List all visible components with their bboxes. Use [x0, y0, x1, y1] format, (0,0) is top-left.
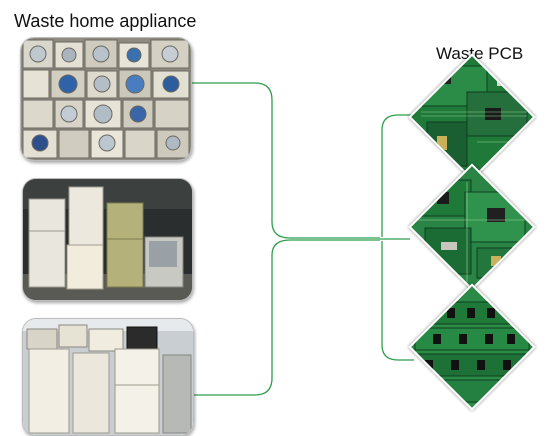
- connector-top-right: [381, 114, 414, 237]
- waste-home-appliance-label: Waste home appliance: [14, 11, 197, 31]
- microwaves-fridges-photo: [22, 318, 194, 436]
- connector-bottom-left: [192, 239, 380, 396]
- refrigerators-warehouse-photo: [22, 178, 193, 301]
- pcb-diamond-bottom: [408, 283, 536, 411]
- appliance-pile-photo: [20, 37, 192, 161]
- connector-top-left: [192, 82, 380, 239]
- waste-pcb-label: Waste PCB: [436, 44, 524, 63]
- connector-bottom-right: [381, 241, 414, 361]
- pcb-diamond-middle: [408, 163, 536, 291]
- pcb-diamond-top: [408, 53, 536, 181]
